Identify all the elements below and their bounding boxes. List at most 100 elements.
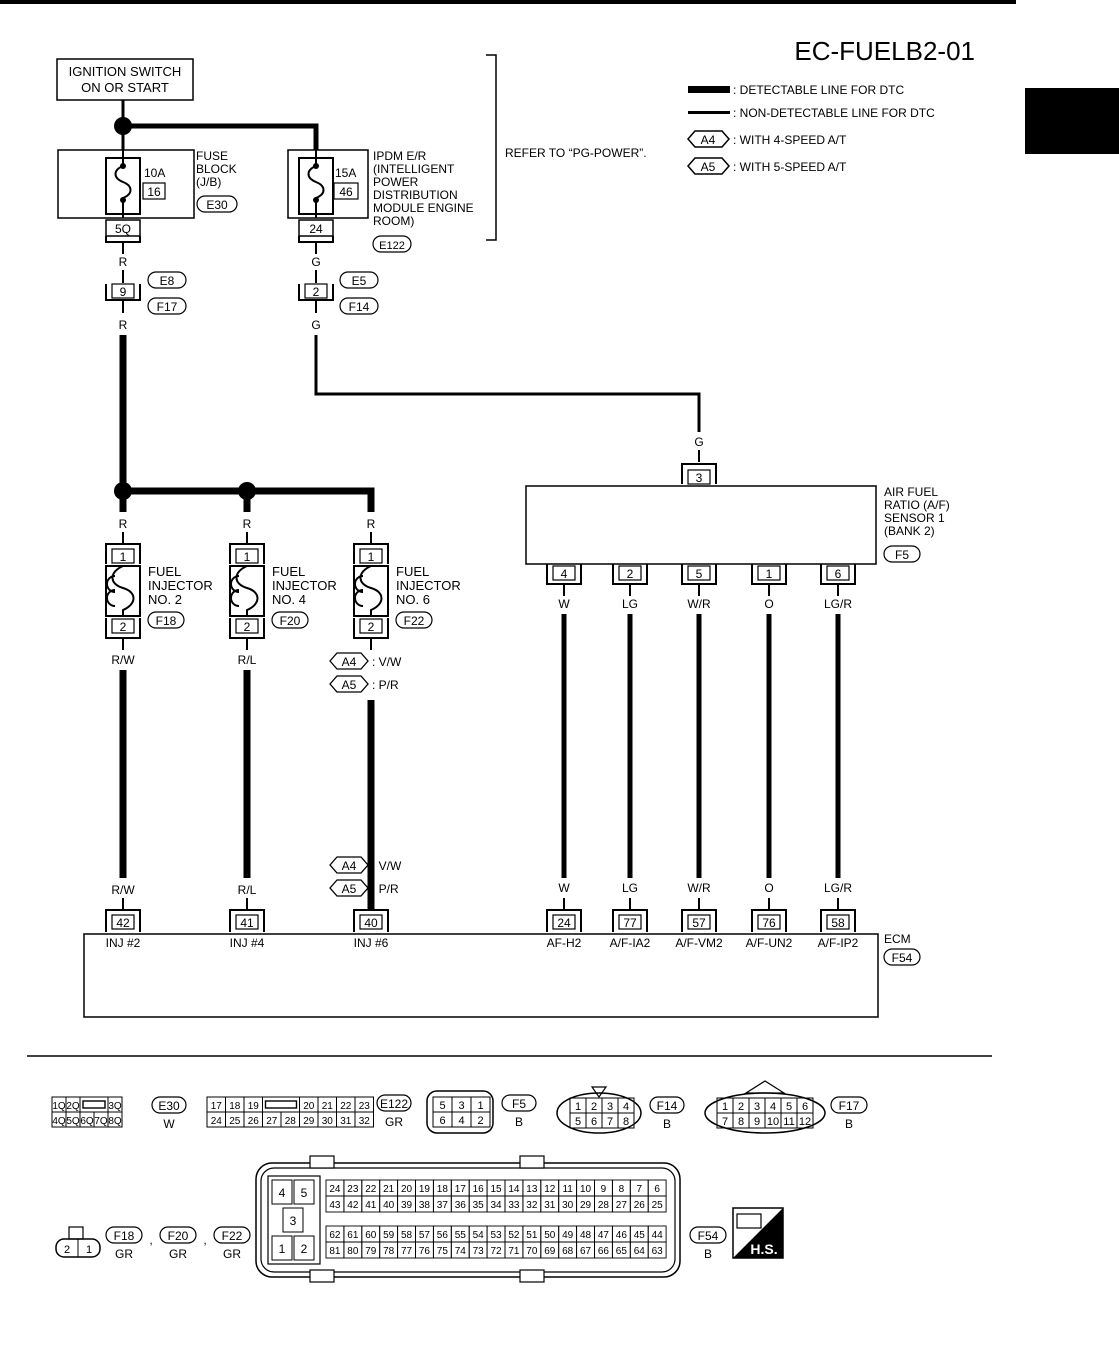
svg-text:E5: E5 bbox=[352, 274, 367, 288]
svg-text:F5: F5 bbox=[895, 548, 909, 562]
pin-number: 27 bbox=[616, 1200, 628, 1211]
page-id: EC-FUELB2-01 bbox=[794, 36, 975, 66]
pin-number: 63 bbox=[652, 1246, 664, 1257]
svg-text:5Q: 5Q bbox=[115, 222, 131, 236]
pin-number: 38 bbox=[419, 1200, 431, 1211]
pin-number: 36 bbox=[455, 1200, 467, 1211]
svg-text:(J/B): (J/B) bbox=[196, 175, 221, 189]
wire-color: W/R bbox=[687, 881, 711, 895]
pin-number: 40 bbox=[383, 1200, 395, 1211]
pin-number: 55 bbox=[455, 1230, 467, 1241]
pin-number: 60 bbox=[365, 1230, 377, 1241]
pin-number: 9 bbox=[754, 1116, 760, 1128]
pin-number: 62 bbox=[329, 1230, 341, 1241]
svg-text:(INTELLIGENT: (INTELLIGENT bbox=[373, 162, 455, 176]
svg-text:E30: E30 bbox=[206, 198, 228, 212]
svg-text:RATIO (A/F): RATIO (A/F) bbox=[884, 498, 950, 512]
pin-number: 56 bbox=[437, 1230, 449, 1241]
svg-text:FUSE: FUSE bbox=[196, 149, 228, 163]
pin-number: 69 bbox=[544, 1246, 556, 1257]
pin-number: 50 bbox=[544, 1230, 556, 1241]
pin-number: 30 bbox=[562, 1200, 574, 1211]
pin-number: 57 bbox=[419, 1230, 431, 1241]
pin-number: 4 bbox=[770, 1101, 776, 1113]
svg-text:AIR FUEL: AIR FUEL bbox=[884, 485, 938, 499]
ecm-pin: 76 bbox=[762, 916, 776, 930]
ipdm-er: 15A 46 IPDM E/R (INTELLIGENT POWER DISTR… bbox=[287, 149, 474, 253]
svg-text:DISTRIBUTION: DISTRIBUTION bbox=[373, 188, 458, 202]
refer-text: REFER TO “PG-POWER”. bbox=[505, 146, 647, 160]
connector-id: F17 bbox=[839, 1099, 860, 1113]
pin-number: 27 bbox=[266, 1116, 278, 1127]
legend-detectable: : DETECTABLE LINE FOR DTC bbox=[733, 83, 904, 97]
pin-number: 75 bbox=[437, 1246, 449, 1257]
wire-color: R/L bbox=[238, 653, 257, 667]
ecm-terminal-label: A/F-IA2 bbox=[610, 936, 651, 950]
connector-color: GR bbox=[223, 1247, 241, 1261]
ecm-terminal-label: A/F-UN2 bbox=[746, 936, 793, 950]
pin-number: 21 bbox=[383, 1184, 395, 1195]
pin-number: 6 bbox=[591, 1116, 597, 1128]
svg-text:3: 3 bbox=[696, 471, 703, 485]
pin-number: 53 bbox=[490, 1230, 502, 1241]
pin-number: 52 bbox=[508, 1230, 520, 1241]
ecm-box: ECM F54 bbox=[83, 932, 921, 1018]
pin-number: 8 bbox=[619, 1184, 625, 1195]
pin-number: 12 bbox=[544, 1184, 556, 1195]
pin-number: 51 bbox=[526, 1230, 538, 1241]
ecm-terminal-label: INJ #6 bbox=[354, 936, 389, 950]
svg-text:: WITH 4-SPEED A/T: : WITH 4-SPEED A/T bbox=[733, 133, 847, 147]
pin-number: 2 bbox=[627, 567, 634, 581]
pin-number: 2 bbox=[477, 1115, 483, 1127]
svg-text:F17: F17 bbox=[157, 300, 178, 314]
pin-number: 46 bbox=[616, 1230, 628, 1241]
svg-text:(BANK 2): (BANK 2) bbox=[884, 524, 935, 538]
pin-number: 23 bbox=[347, 1184, 359, 1195]
connector-color: B bbox=[704, 1247, 712, 1261]
injector-label: FUEL bbox=[272, 564, 305, 579]
pin-number: 10 bbox=[580, 1184, 592, 1195]
pin-number: 77 bbox=[401, 1246, 413, 1257]
ecm-pin: 57 bbox=[692, 916, 706, 930]
pin-number: 23 bbox=[359, 1101, 371, 1112]
pin-number: 2 bbox=[120, 620, 127, 634]
wire-color: O bbox=[764, 881, 773, 895]
wire-color: R/W bbox=[111, 653, 135, 667]
pin-number: 5 bbox=[575, 1116, 581, 1128]
pin-number: 1 bbox=[766, 567, 773, 581]
pin-number: 4 bbox=[458, 1115, 464, 1127]
svg-text:24: 24 bbox=[309, 222, 323, 236]
pin-number: 24 bbox=[329, 1184, 341, 1195]
pin-number: 2 bbox=[244, 620, 251, 634]
pin-number: 31 bbox=[340, 1116, 352, 1127]
inline-connector-e8-f17: 9 E8 F17 bbox=[105, 271, 187, 315]
pin-number: 12 bbox=[799, 1116, 811, 1128]
svg-text:F14: F14 bbox=[349, 300, 370, 314]
injector-label: INJECTOR bbox=[148, 578, 213, 593]
ecm-terminal-label: INJ #4 bbox=[230, 936, 265, 950]
legend-non-detectable: : NON-DETECTABLE LINE FOR DTC bbox=[733, 106, 935, 120]
pin-number: 28 bbox=[598, 1200, 610, 1211]
pin-number: 6 bbox=[439, 1115, 445, 1127]
ecm-terminal-label: A/F-IP2 bbox=[818, 936, 859, 950]
svg-text:46: 46 bbox=[339, 185, 353, 199]
pin-number: 7 bbox=[607, 1116, 613, 1128]
pin-number: 35 bbox=[473, 1200, 485, 1211]
wire-color: LG/R bbox=[824, 597, 852, 611]
pin-number: 2 bbox=[368, 620, 375, 634]
svg-text:MODULE ENGINE: MODULE ENGINE bbox=[373, 201, 474, 215]
injector-label: NO. 4 bbox=[272, 592, 306, 607]
pin-number: 80 bbox=[347, 1246, 359, 1257]
separator: , bbox=[149, 1233, 152, 1247]
wire-color: R bbox=[367, 517, 376, 531]
pin-number: 11 bbox=[562, 1184, 573, 1195]
pin-number: 25 bbox=[652, 1200, 664, 1211]
pin-number: 1 bbox=[368, 550, 375, 564]
